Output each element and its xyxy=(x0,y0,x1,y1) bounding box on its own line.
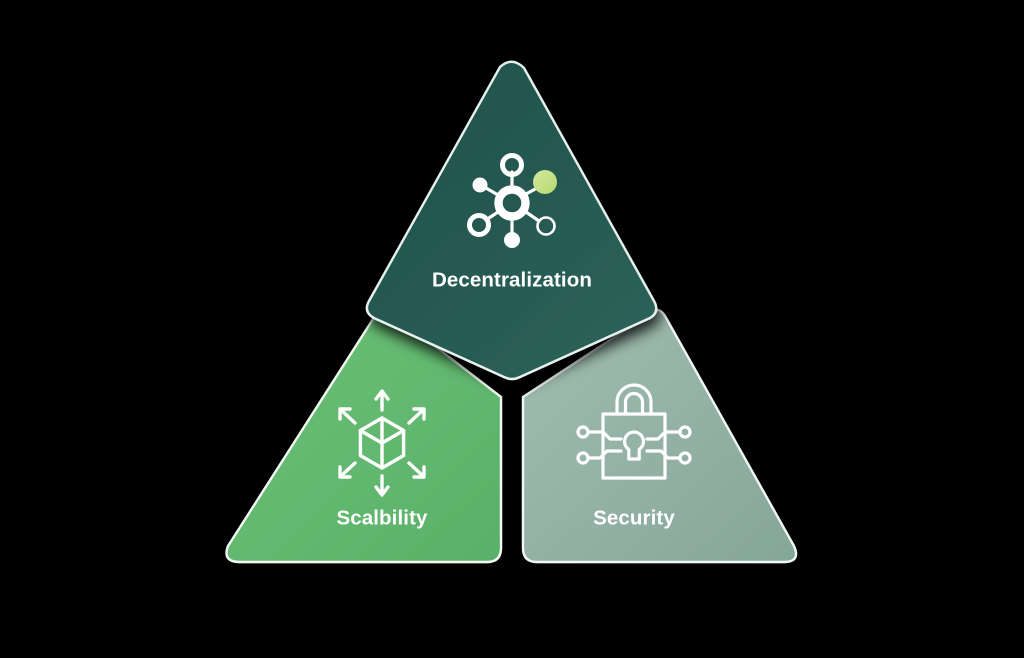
network-accent-node xyxy=(533,170,557,194)
cube-expand-arrows-icon xyxy=(338,389,426,497)
panel-decentralization[interactable]: Decentralization xyxy=(365,60,658,381)
network-hub-icon xyxy=(467,153,557,248)
padlock-circuit-icon xyxy=(576,383,692,480)
decentralization-label: Decentralization xyxy=(432,268,592,291)
security-label: Security xyxy=(593,506,675,529)
scalbility-label: Scalbility xyxy=(336,506,428,529)
panel-security[interactable]: Security xyxy=(521,308,798,564)
